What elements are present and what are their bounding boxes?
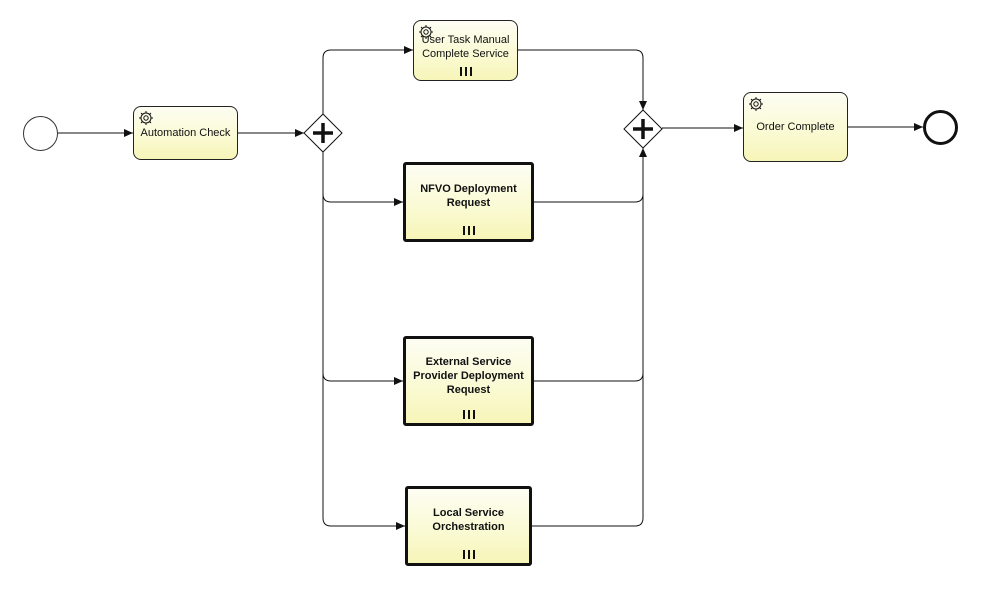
gear-icon (419, 25, 433, 39)
parallel-multi-instance-icon (462, 550, 475, 559)
task-nfvo-deployment-request[interactable]: NFVO Deployment Request (403, 162, 534, 242)
task-local-service-orchestration[interactable]: Local Service Orchestration (405, 486, 532, 566)
parallel-multi-instance-icon (462, 226, 475, 235)
parallel-gateway-split[interactable] (303, 113, 343, 153)
parallel-multi-instance-icon (459, 67, 472, 76)
task-automation-check[interactable]: Automation Check (133, 106, 238, 160)
flow-split-to-external (322, 194, 403, 385)
start-event[interactable] (23, 116, 58, 151)
parallel-gateway-join[interactable] (623, 109, 663, 149)
task-user-task-manual[interactable]: User Task Manual Complete Service (413, 20, 518, 81)
flow-usertask-to-join (518, 49, 647, 110)
task-label: Automation Check (140, 127, 231, 139)
flow-split-to-local (322, 373, 405, 530)
task-order-complete[interactable]: Order Complete (743, 92, 848, 162)
task-label: Local Service Orchestration (432, 507, 505, 533)
parallel-multi-instance-icon (462, 410, 475, 419)
flow-nfvo-to-join (534, 148, 647, 203)
flow-split-to-nfvo (322, 152, 403, 206)
task-label: External Service Provider Deployment Req… (413, 356, 524, 396)
end-event[interactable] (923, 110, 958, 145)
gear-icon (749, 97, 763, 111)
flow-external-to-join (534, 194, 644, 382)
gear-icon (139, 111, 153, 125)
task-external-service-provider[interactable]: External Service Provider Deployment Req… (403, 336, 534, 426)
flow-local-to-join (532, 373, 644, 527)
task-label: NFVO Deployment Request (420, 183, 517, 209)
flow-split-to-usertask (322, 46, 413, 114)
task-label: Order Complete (756, 121, 835, 133)
